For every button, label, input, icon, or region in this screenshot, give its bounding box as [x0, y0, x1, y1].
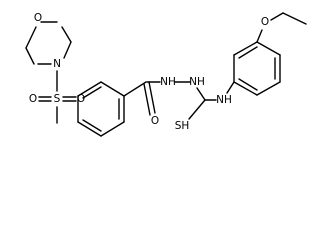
hydrazide-nh-2-label: NH [189, 76, 205, 88]
bond-benzene1-4 [100, 121, 125, 137]
bond-benzene2-inner-3 [238, 78, 258, 91]
bond-nh2-cs [196, 87, 206, 101]
atom-labels: O N S O O O NH NH SH NH O [29, 12, 269, 132]
bond-benzene1-1 [77, 81, 102, 97]
anilino-nh-label: NH [216, 94, 232, 106]
sulfonyl-oxygen-left-label: O [29, 93, 37, 105]
bond-benzene1-2 [100, 81, 125, 97]
ether-oxygen-label: O [261, 16, 269, 28]
molecule-structure-diagram: O N S O O O NH NH SH NH O [25, 12, 307, 137]
thiol-sulfur-label: SH [175, 120, 190, 132]
bond-benzene1-5 [77, 121, 102, 137]
bond-benzene2-inner-1 [238, 46, 258, 59]
bond-morpholine-2 [61, 26, 72, 43]
bond-c-o-b [148, 81, 156, 114]
bond-ether-ch2 [270, 12, 284, 21]
bond-ch2-ch3 [282, 12, 307, 25]
bond-morpholine-3 [63, 41, 72, 59]
bond-cs-sh [188, 99, 206, 120]
hydrazide-nh-1-label: NH [160, 76, 176, 88]
carbonyl-oxygen-label: O [151, 115, 159, 127]
bond-benzene2-ether [256, 29, 263, 43]
bond-morpholine-5 [25, 47, 35, 65]
bond-benzene1-inner-3 [82, 119, 102, 132]
morpholine-nitrogen-label: N [53, 58, 61, 70]
bond-benzene2-6 [233, 81, 258, 96]
bonds [25, 12, 307, 137]
bond-benzene2-5 [256, 81, 281, 96]
bond-c-o-a [143, 83, 151, 116]
bond-benzene2-2 [233, 41, 258, 56]
ring-oxygen-label: O [34, 12, 42, 24]
bond-nh3-benzene2 [226, 81, 235, 94]
sulfonyl-oxygen-right-label: O [77, 93, 85, 105]
bond-benzene1-inner-1 [82, 86, 102, 99]
sulfonyl-sulfur-label: S [54, 93, 61, 105]
bond-benzene2-3 [256, 41, 281, 56]
bond-morpholine-6 [25, 26, 37, 49]
bond-benzene-carbonyl [123, 81, 147, 97]
